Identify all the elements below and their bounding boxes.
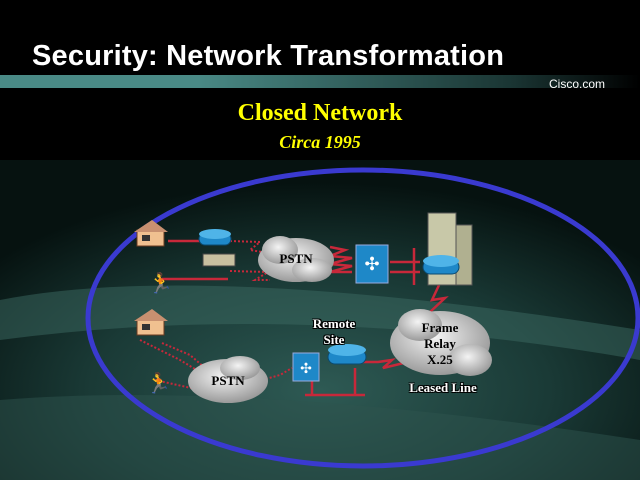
- router-icon: [422, 255, 460, 275]
- home-office-icon: [134, 309, 168, 336]
- router-icon: [198, 229, 232, 246]
- mobile-user-icon: 🏃: [146, 371, 171, 395]
- slide-heading: Closed Network: [237, 100, 403, 126]
- wan-frame: Frame: [421, 320, 459, 335]
- access-server-icon: ✣: [292, 352, 320, 382]
- home-office-icon: [134, 220, 168, 247]
- modem-icon: [202, 253, 236, 267]
- closed-network-boundary: [85, 167, 640, 469]
- router-icon: [327, 344, 367, 365]
- pstn-label-bottom: PSTN: [211, 373, 245, 388]
- pstn-cloud-bottom: [188, 356, 268, 403]
- wan-x25: X.25: [427, 352, 453, 367]
- page-title: Security: Network Transformation: [32, 40, 505, 72]
- slide-subheading: Circa 1995: [279, 132, 361, 152]
- leased-line-label: Leased Line: [409, 380, 477, 395]
- frame-relay-cloud: [390, 309, 492, 376]
- svg-text:✣: ✣: [300, 360, 312, 376]
- pstn-label-top: PSTN: [279, 251, 313, 266]
- access-server-icon: ✣: [355, 244, 389, 284]
- cisco-brand: Cisco.com: [549, 77, 606, 91]
- wan-cloud-label: Frame Relay X.25: [410, 320, 470, 368]
- wan-relay: Relay: [424, 336, 456, 351]
- mobile-user-icon: 🏃: [148, 271, 173, 295]
- svg-text:✣: ✣: [364, 254, 379, 274]
- title-band: [0, 75, 640, 88]
- pstn-cloud-top: [258, 236, 334, 282]
- headquarters-building-icon: [427, 212, 473, 286]
- remote-site-label: Remote Site: [312, 316, 356, 347]
